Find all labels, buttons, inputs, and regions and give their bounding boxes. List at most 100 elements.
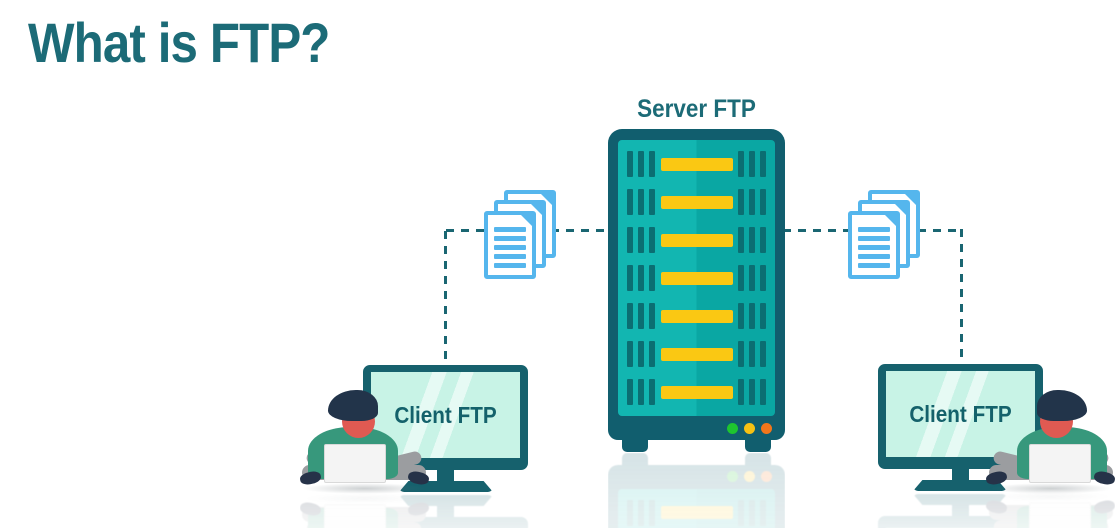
server-panel — [618, 140, 775, 416]
vent-slats-icon — [627, 303, 655, 329]
vent-slats-icon — [627, 379, 655, 405]
person-shadow — [302, 483, 427, 494]
client-monitor-icon: Client FTP — [878, 516, 1043, 528]
led-green-icon — [727, 423, 738, 434]
rack-row — [618, 494, 775, 528]
laptop-icon — [1029, 444, 1091, 483]
document-stack-icon — [848, 190, 920, 282]
monitor-stand-neck — [952, 469, 969, 483]
page-title: What is FTP? — [28, 11, 330, 74]
led-orange-icon — [761, 423, 772, 434]
client-left-group: Client FTP — [298, 362, 550, 494]
monitor-stand-base — [913, 480, 1007, 491]
monitor-stand-base — [399, 495, 493, 506]
person-shadow — [988, 483, 1113, 494]
server-group: Server FTP — [608, 95, 785, 452]
monitor-stand-neck — [952, 502, 969, 516]
person-shoe — [984, 498, 1009, 516]
person-leg — [1050, 508, 1110, 528]
rack-drive-bar — [660, 309, 733, 323]
monitor-stand-base — [399, 481, 493, 492]
monitor-stand-neck — [437, 503, 454, 517]
person-shadow — [302, 493, 427, 504]
client-right-group: Client FTP — [865, 361, 1115, 494]
vent-slats-icon — [738, 227, 766, 253]
vent-slats-icon — [738, 341, 766, 367]
server-led-strip — [727, 423, 772, 434]
client-label: Client FTP — [394, 401, 497, 428]
person-torso — [308, 508, 398, 528]
server-label: Server FTP — [637, 95, 756, 123]
person-with-laptop-icon — [298, 493, 431, 528]
rack-drive-bar — [660, 157, 733, 171]
monitor-stand-neck — [437, 470, 454, 484]
rack-row — [618, 221, 775, 259]
person-with-laptop-icon — [984, 387, 1115, 494]
rack-drive-bar — [660, 506, 733, 520]
led-green-icon — [727, 471, 738, 482]
vent-slats-icon — [738, 379, 766, 405]
led-orange-icon — [761, 471, 772, 482]
person-leg — [305, 510, 365, 528]
vent-slats-icon — [738, 189, 766, 215]
server-led-strip — [727, 471, 772, 482]
document-sheet — [848, 211, 900, 279]
server-foot — [745, 440, 771, 452]
led-yellow-icon — [744, 471, 755, 482]
person-hair — [328, 390, 378, 421]
screen-glare — [886, 371, 1035, 457]
laptop-icon — [324, 504, 386, 528]
led-yellow-icon — [744, 423, 755, 434]
document-sheet — [484, 211, 536, 279]
server-foot — [622, 440, 648, 452]
server-rack-icon — [608, 465, 785, 528]
person-hair — [1037, 390, 1087, 421]
vent-slats-icon — [627, 265, 655, 291]
client-left-group-reflection: Client FTP — [298, 493, 550, 528]
rack-row — [618, 373, 775, 411]
rack-drive-bar — [660, 347, 733, 361]
rack-row — [618, 183, 775, 221]
vent-slats-icon — [627, 189, 655, 215]
server-rack-icon — [608, 129, 785, 440]
rack-drive-bar — [660, 271, 733, 285]
rack-drive-bar — [660, 195, 733, 209]
person-leg — [992, 508, 1052, 528]
rack-drive-bar — [660, 385, 733, 399]
person-with-laptop-icon — [298, 387, 431, 494]
connection-line-right-vertical — [960, 229, 963, 367]
client-label: Client FTP — [909, 400, 1012, 427]
person-shoe — [1092, 498, 1115, 516]
vent-slats-icon — [627, 500, 655, 526]
rack-row — [618, 259, 775, 297]
document-text-lines — [852, 215, 896, 275]
server-foot — [745, 453, 771, 465]
person-legs — [302, 507, 426, 522]
client-monitor-icon: Client FTP — [363, 517, 528, 528]
rack-row — [618, 297, 775, 335]
vent-slats-icon — [738, 303, 766, 329]
vent-slats-icon — [627, 341, 655, 367]
laptop-icon — [1029, 502, 1091, 528]
person-torso — [1017, 506, 1107, 528]
rack-row — [618, 145, 775, 183]
document-stack-icon — [484, 190, 556, 282]
vent-slats-icon — [627, 151, 655, 177]
person-legs — [989, 505, 1113, 520]
vent-slats-icon — [738, 151, 766, 177]
server-panel — [618, 489, 775, 528]
vent-slats-icon — [738, 500, 766, 526]
vent-slats-icon — [738, 265, 766, 291]
document-text-lines — [488, 215, 532, 275]
client-right-group-reflection: Client FTP — [865, 491, 1115, 528]
rack-drive-bar — [660, 233, 733, 247]
vent-slats-icon — [627, 227, 655, 253]
person-with-laptop-icon — [984, 491, 1115, 528]
connection-line-left-vertical — [444, 231, 447, 367]
person-shoe — [406, 500, 431, 518]
person-leg — [363, 510, 423, 528]
monitor-stand-base — [913, 494, 1007, 505]
rack-row — [618, 335, 775, 373]
server-group-reflection: Server FTP — [608, 453, 785, 528]
